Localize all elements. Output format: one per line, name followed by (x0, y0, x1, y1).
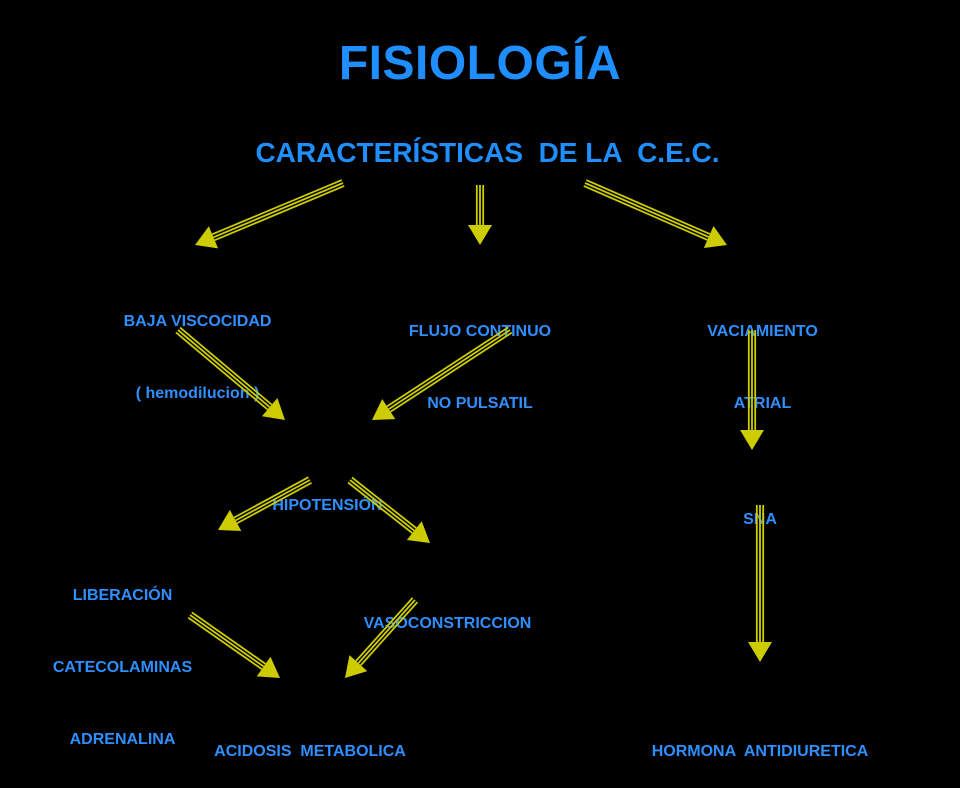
arrow-vasoconstriccion-to-acidosis (345, 597, 419, 678)
arrow-sna-to-hormona (748, 505, 772, 662)
arrow-hipotension-to-liberacion (218, 476, 312, 531)
node-vasoconstriccion-line1: VASOCONSTRICCION (363, 615, 532, 632)
arrow-cec-to-flujo-continuo (468, 185, 492, 245)
node-baja-viscocidad: BAJA VISCOCIDAD ( hemodilucion ) (80, 262, 315, 430)
node-acidosis-line1: ACIDOSIS METABOLICA (214, 743, 406, 760)
arrows-layer (175, 179, 772, 678)
node-vasoconstriccion: VASOCONSTRICCION (325, 564, 570, 660)
arrow-cec-to-baja-viscocidad (195, 179, 345, 249)
arrow-cec-to-vaciamiento (583, 179, 727, 248)
node-hipotension-line1: HIPOTENSIÓN (272, 497, 383, 514)
node-baja-viscocidad-line2: ( hemodilucion ) (135, 385, 260, 402)
node-hipotension: HIPOTENSIÓN (230, 446, 425, 542)
node-hormona-line1: HORMONA ANTIDIURETICA (651, 743, 869, 760)
diagram-subtitle: CARACTERÍSTICAS DE LA C.E.C. (255, 137, 720, 168)
arrow-hipotension-to-vasoconstriccion (347, 476, 430, 543)
node-baja-viscocidad-line1: BAJA VISCOCIDAD (123, 313, 272, 330)
node-vaciamiento-atrial-line1: VACIAMIENTO (707, 323, 818, 340)
node-liberacion-line1: LIBERACIÓN (72, 587, 173, 604)
node-flujo-continuo: FLUJO CONTINUO NO PULSATIL (360, 272, 600, 440)
arrow-liberacion-to-acidosis (187, 611, 280, 678)
arrow-vaciamiento-to-sna (740, 330, 764, 450)
node-flujo-continuo-line2: NO PULSATIL (427, 395, 533, 412)
page-title: FISIOLOGÍA (338, 37, 622, 90)
arrow-baja-to-hipotension (175, 326, 285, 420)
arrow-flujo-to-hipotension (372, 326, 513, 420)
node-liberacion-line2: CATECOLAMINAS (52, 659, 193, 676)
